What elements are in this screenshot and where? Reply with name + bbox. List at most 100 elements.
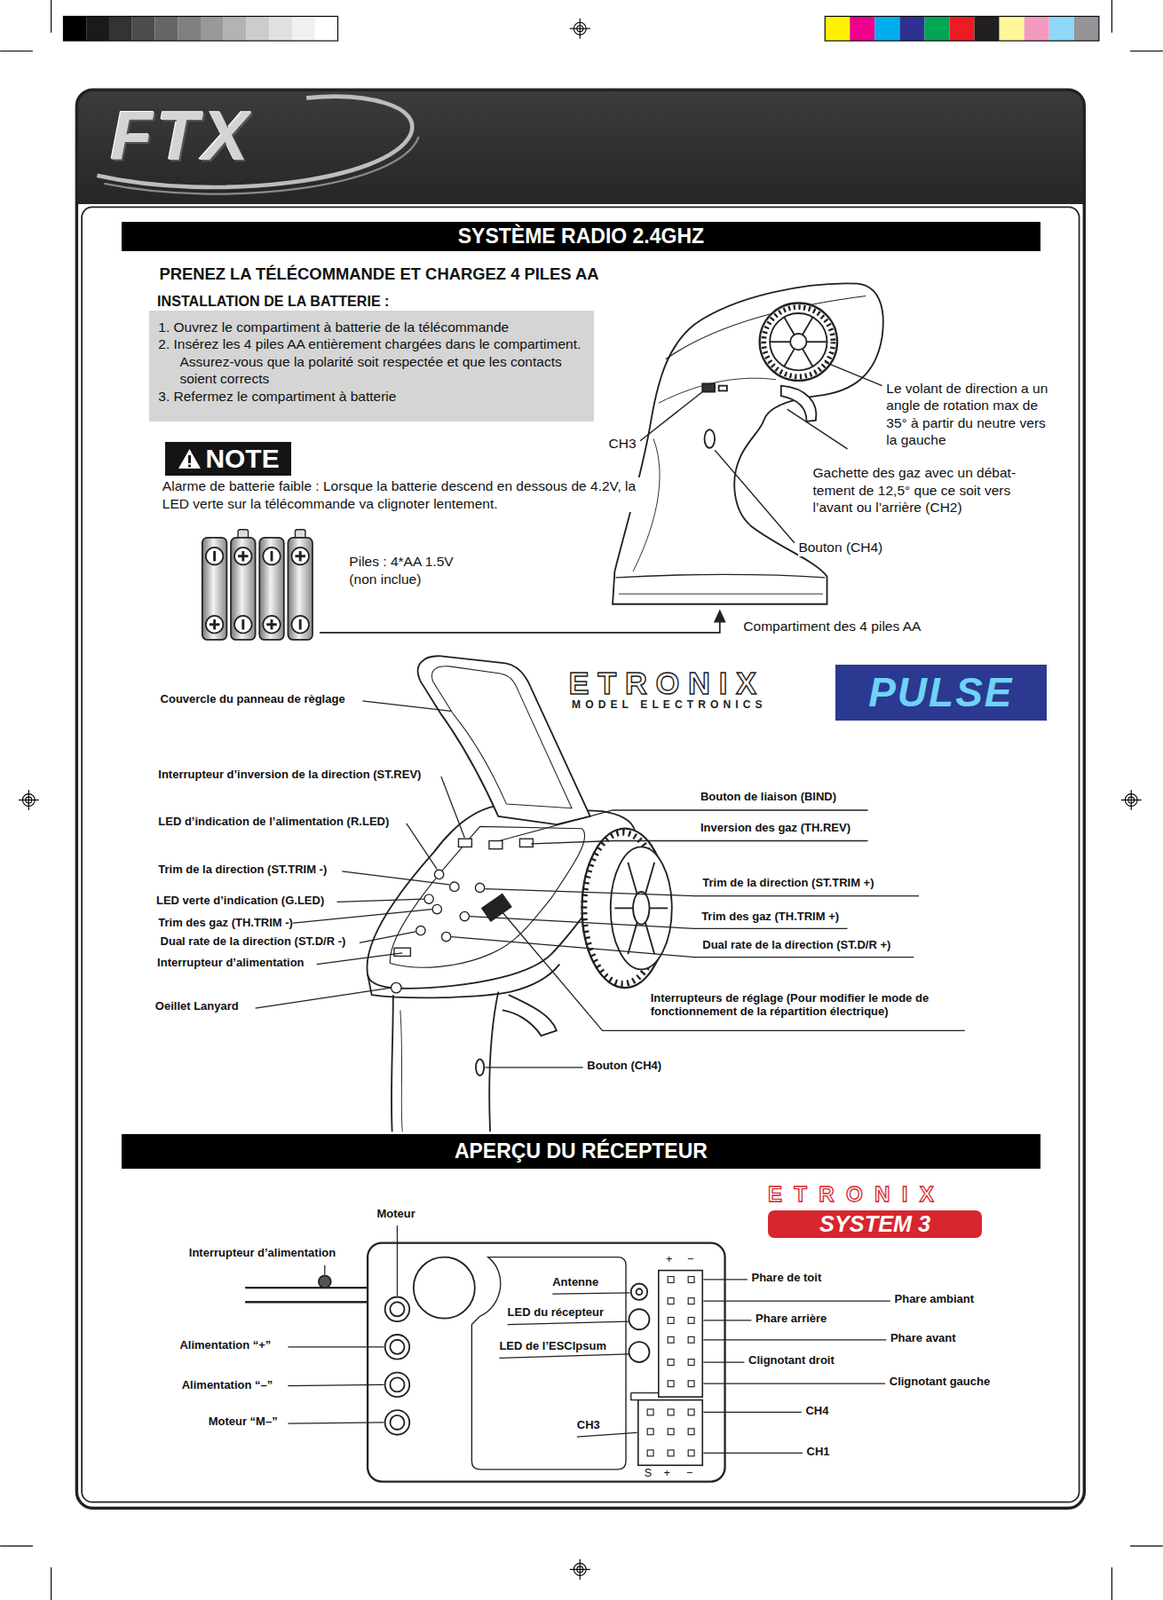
battery-illustration xyxy=(259,537,285,641)
receiver-illustration xyxy=(318,1275,332,1289)
transmitter-top-view xyxy=(424,894,434,904)
transmitter-top-view xyxy=(530,840,868,844)
node-text: PULSE xyxy=(868,672,1013,713)
note-badge: NOTE xyxy=(165,442,291,476)
transmitter-side-view xyxy=(783,348,794,367)
print-marks xyxy=(0,50,33,52)
print-marks xyxy=(1049,15,1075,41)
label-text: S xyxy=(644,1467,652,1481)
receiver-illustration xyxy=(667,1317,674,1324)
transmitter-top-view xyxy=(489,840,503,849)
print-marks xyxy=(245,15,269,41)
transmitter-top-view xyxy=(459,911,469,921)
label-text: Antenne xyxy=(552,1276,599,1290)
label-text: Interrupteur d’alimentation xyxy=(189,1247,336,1261)
battery-illustration xyxy=(209,551,306,631)
print-marks xyxy=(154,15,178,41)
receiver-illustration xyxy=(413,1257,475,1320)
transmitter-side-view xyxy=(640,392,703,442)
label-text: Oeillet Lanyard xyxy=(155,1000,239,1014)
receiver-illustration xyxy=(667,1298,674,1306)
print-marks xyxy=(824,15,1100,41)
print-marks xyxy=(899,15,925,41)
receiver-illustration xyxy=(688,1337,695,1344)
receiver-illustration xyxy=(667,1381,674,1388)
print-marks xyxy=(974,15,1000,41)
battery-illustration xyxy=(205,616,224,634)
label-text: Compartiment des 4 piles AA xyxy=(743,617,921,636)
transmitter-top-view xyxy=(391,992,499,1133)
label-text: Interrupteur d’alimentation xyxy=(157,957,304,971)
receiver-illustration xyxy=(688,1409,695,1417)
receiver-illustration xyxy=(703,1339,887,1341)
transmitter-top-view xyxy=(441,932,451,942)
receiver-illustration xyxy=(636,1289,643,1296)
print-marks xyxy=(292,15,316,41)
warning-triangle xyxy=(187,464,190,467)
label-text: + xyxy=(665,1253,673,1267)
label-text: CH3 xyxy=(577,1419,601,1433)
receiver-illustration xyxy=(628,1309,649,1330)
receiver-illustration xyxy=(385,1373,411,1399)
battery-illustration xyxy=(270,551,274,562)
battery-illustration xyxy=(202,537,228,641)
label-text: LED verte d’indication (G.LED) xyxy=(156,894,325,909)
battery-illustration xyxy=(270,619,274,630)
print-marks xyxy=(0,1545,33,1547)
label-text: Piles : 4*AA 1.5V (non inclue) xyxy=(348,553,477,588)
label-text: Inversion des gaz (TH.REV) xyxy=(700,822,851,836)
receiver-illustration xyxy=(367,1243,725,1483)
transmitter-top-view xyxy=(416,926,426,936)
print-marks xyxy=(824,15,850,41)
transmitter-side-view xyxy=(658,378,776,404)
label-text: + xyxy=(664,1467,671,1481)
print-marks xyxy=(63,15,87,41)
label-text: Phare ambiant xyxy=(894,1293,975,1307)
print-marks xyxy=(1024,15,1050,41)
transmitter-top-view xyxy=(450,882,459,892)
node-text: APERÇU DU RÉCEPTEUR xyxy=(454,1141,708,1163)
receiver-illustration xyxy=(389,1377,404,1393)
receiver-illustration xyxy=(703,1453,803,1455)
transmitter-top-view xyxy=(367,965,560,999)
receiver-illustration xyxy=(287,1423,384,1425)
receiver-illustration xyxy=(688,1317,695,1324)
print-marks xyxy=(315,15,339,41)
label-text: Clignotant gauche xyxy=(889,1376,990,1390)
receiver-illustration xyxy=(667,1276,674,1283)
receiver-illustration xyxy=(245,1226,891,1483)
section-band: SYSTÈME RADIO 2.4GHZ xyxy=(121,221,1041,252)
label-text: Trim de la direction (ST.TRIM +) xyxy=(702,877,874,891)
receiver-illustration xyxy=(507,1321,630,1325)
label-text: ETRONIX xyxy=(569,668,766,700)
transmitter-side-view xyxy=(616,574,826,578)
print-marks xyxy=(1130,1545,1163,1547)
transmitter-top-view xyxy=(316,953,404,966)
receiver-illustration xyxy=(552,1293,630,1295)
print-marks xyxy=(924,15,950,41)
transmitter-top-view xyxy=(498,810,868,841)
label-text: ETRONIX xyxy=(767,1184,946,1206)
battery-illustration xyxy=(299,619,302,630)
battery-illustration xyxy=(262,547,281,566)
label-text: LED du récepteur xyxy=(507,1306,604,1321)
transmitter-side-view xyxy=(806,340,828,343)
receiver-illustration xyxy=(389,1416,404,1431)
receiver-illustration xyxy=(498,1354,629,1360)
label-text: Phare avant xyxy=(890,1332,957,1346)
label-text: Trim de la direction (ST.TRIM -) xyxy=(158,863,327,878)
section-band: APERÇU DU RÉCEPTEUR xyxy=(121,1134,1041,1170)
receiver-illustration xyxy=(631,1393,659,1401)
label-text: Gachette des gaz avec un débat- tement d… xyxy=(813,464,1051,517)
print-marks xyxy=(1121,790,1142,811)
receiver-illustration xyxy=(638,1400,703,1467)
transmitter-side-view xyxy=(612,283,884,604)
receiver-illustration xyxy=(389,1302,404,1317)
battery-illustration xyxy=(299,551,302,562)
receiver-illustration xyxy=(631,1284,648,1301)
transmitter-top-view xyxy=(484,1067,583,1069)
print-marks xyxy=(223,15,247,41)
receiver-illustration xyxy=(647,1276,695,1456)
receiver-illustration xyxy=(245,1287,368,1290)
receiver-illustration xyxy=(703,1320,752,1322)
